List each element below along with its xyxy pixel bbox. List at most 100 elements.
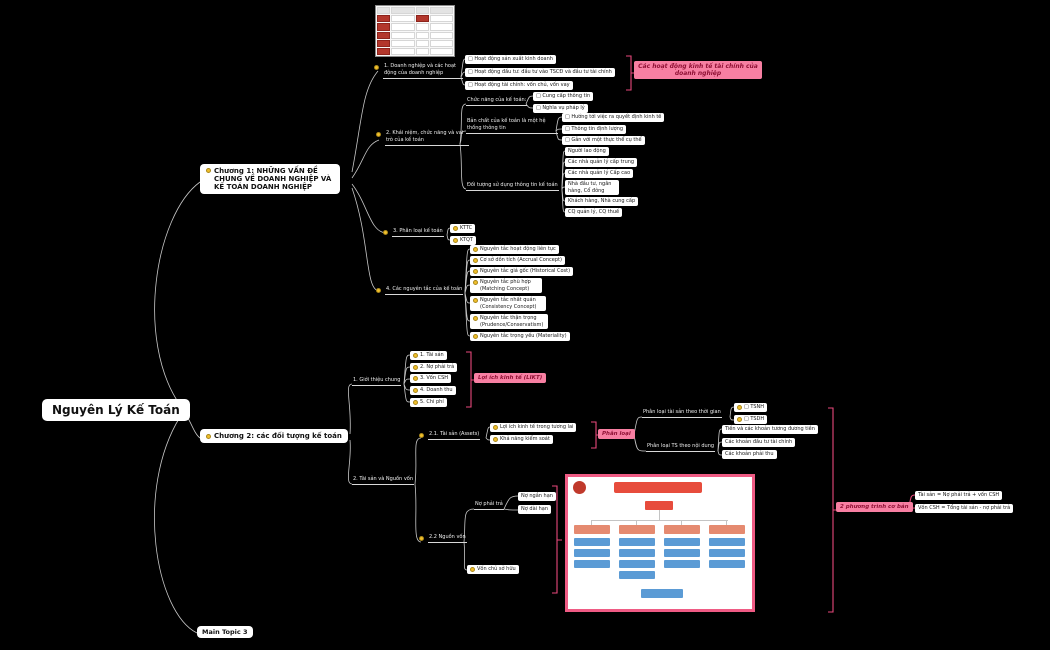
topic-label: 2.2 Nguồn vốn bbox=[429, 534, 466, 540]
topic-phan-loai-ke-toan[interactable]: 3. Phân loại kế toán bbox=[383, 228, 444, 237]
mindmap-node[interactable]: Tài sản = Nợ phải trả + vốn CSH bbox=[915, 491, 1003, 500]
mindmap-node[interactable]: Tiền và các khoản tương đương tiền bbox=[722, 425, 818, 434]
mindmap-node[interactable]: □ Hoạt động tài chính: vốn chủ, vốn vay bbox=[465, 81, 573, 90]
branch-chapter2-label: Chương 2: các đối tượng kế toán bbox=[214, 432, 342, 440]
mindmap-node[interactable]: Nguyên tắc trọng yếu (Materiality) bbox=[470, 332, 570, 341]
table-image-row bbox=[377, 7, 453, 15]
mindmap-node[interactable]: Vốn CSH = Tổng tài sản - nợ phải trả bbox=[915, 504, 1014, 513]
mindmap-node[interactable]: KTQT bbox=[450, 236, 476, 245]
yellow-marker-icon bbox=[470, 566, 475, 572]
topic-doanh-nghiep[interactable]: 1. Doanh nghiệp và các hoạt động của doa… bbox=[374, 63, 463, 79]
node-label: Các nhà quản lý cấp trung bbox=[568, 159, 635, 165]
mindmap-node[interactable]: □ Hướng tới việc ra quyết định kinh tế bbox=[562, 113, 665, 122]
org-chart-image[interactable] bbox=[565, 474, 755, 612]
yellow-marker-icon bbox=[374, 65, 379, 70]
topic-gioi-thieu-chung[interactable]: 1. Giới thiệu chung bbox=[352, 377, 402, 386]
mindmap-node[interactable]: Khách hàng, Nhà cung cấp bbox=[565, 197, 639, 206]
mindmap-node[interactable]: Các nhà quản lý Cấp cao bbox=[565, 169, 634, 178]
topic-no-phai-tra[interactable]: Nợ phải trả bbox=[474, 501, 504, 510]
topic-nguyen-tac[interactable]: 4. Các nguyên tắc của kế toán bbox=[376, 286, 464, 295]
yellow-marker-icon bbox=[419, 536, 424, 541]
attached-table-image[interactable] bbox=[375, 5, 455, 57]
node-label: □ Hoạt động đầu tư: đầu tư vào TSCĐ và đ… bbox=[468, 69, 612, 75]
topic-tai-san-assets[interactable]: 2.1. Tài sản (Assets) bbox=[419, 431, 481, 440]
org-chart-node bbox=[574, 560, 610, 568]
branch-chapter2[interactable]: Chương 2: các đối tượng kế toán bbox=[200, 429, 348, 443]
org-chart-node bbox=[574, 538, 610, 546]
mindmap-node[interactable]: □ Gắn với một thực thể cụ thể bbox=[562, 136, 645, 145]
topic-phan-loai-theo-noi-dung[interactable]: Phân loại TS theo nội dung bbox=[646, 443, 716, 452]
node-label: CQ quản lý, CQ thuế bbox=[568, 209, 620, 215]
yellow-marker-icon bbox=[413, 375, 418, 381]
mindmap-node[interactable]: □ Nghĩa vụ pháp lý bbox=[533, 104, 588, 113]
topic-ban-chat[interactable]: Bản chất của kế toán là một hệ thống thô… bbox=[466, 118, 558, 134]
topic-khai-niem[interactable]: 2. Khái niệm, chức năng và vai trò của k… bbox=[376, 130, 469, 146]
summary-hoat-dong-kinh-te[interactable]: Các hoạt động kinh tế tài chính của doan… bbox=[634, 61, 762, 79]
mindmap-node[interactable]: □ Hoạt động sản xuất kinh doanh bbox=[465, 55, 556, 64]
summary-phan-loai[interactable]: Phân loại bbox=[598, 429, 635, 439]
mindmap-node[interactable]: Nguyên tắc giá gốc (Historical Cost) bbox=[470, 267, 574, 276]
topic-label: 3. Phân loại kế toán bbox=[393, 228, 443, 234]
node-label: Các nhà quản lý Cấp cao bbox=[568, 170, 631, 176]
mindmap-node[interactable]: Nguyên tắc phù hợp (Matching Concept) bbox=[470, 278, 542, 293]
mindmap-node[interactable]: Cơ sở dồn tích (Accrual Concept) bbox=[470, 256, 565, 265]
node-label: □ Thông tin định lượng bbox=[565, 126, 624, 132]
mindmap-node[interactable]: CQ quản lý, CQ thuế bbox=[565, 208, 623, 217]
node-label: 5. Chi phí bbox=[420, 399, 444, 405]
table-image-cell bbox=[415, 31, 429, 39]
table-image-cell bbox=[429, 23, 453, 31]
mindmap-node[interactable]: 5. Chi phí bbox=[410, 398, 447, 407]
table-image-cell bbox=[377, 15, 390, 23]
node-label: □ Gắn với một thực thể cụ thể bbox=[565, 137, 642, 143]
table-image-cell bbox=[415, 23, 429, 31]
mindmap-node[interactable]: Nhà đầu tư, ngân hàng, Cổ đông bbox=[565, 180, 619, 195]
node-label: □ Hoạt động sản xuất kinh doanh bbox=[468, 56, 553, 62]
topic-label: Phân loại tài sản theo thời gian bbox=[643, 409, 721, 415]
topic-nguon-von[interactable]: 2.2 Nguồn vốn bbox=[419, 534, 467, 543]
org-chart-node bbox=[574, 549, 610, 557]
topic-doi-tuong[interactable]: Đối tượng sử dụng thông tin kế toán bbox=[466, 182, 559, 191]
root-topic[interactable]: Nguyên Lý Kế Toán bbox=[42, 399, 190, 421]
mindmap-node[interactable]: Nguyên tắc hoạt động liên tục bbox=[470, 245, 559, 254]
mindmap-node[interactable]: Nợ ngắn hạn bbox=[518, 492, 556, 501]
mindmap-node[interactable]: □ Cung cấp thông tin bbox=[533, 92, 594, 101]
topic-label: 2. Tài sản và Nguồn vốn bbox=[353, 476, 413, 482]
table-image-row bbox=[377, 31, 453, 39]
topic-chuc-nang[interactable]: Chức năng của kế toán: bbox=[466, 97, 528, 106]
summary-likt[interactable]: Lợi ích kinh tế (LIKT) bbox=[474, 373, 547, 383]
table-image-cell bbox=[391, 23, 415, 31]
table-image-cell bbox=[391, 31, 415, 39]
mindmap-node[interactable]: Nợ dài hạn bbox=[518, 505, 552, 514]
branch-chapter1[interactable]: Chương 1: NHỮNG VẤN ĐỀ CHUNG VỀ DOANH NG… bbox=[200, 164, 340, 194]
table-image-row bbox=[377, 15, 453, 23]
mindmap-node[interactable]: Nguyên tắc nhất quán (Consistency Concep… bbox=[470, 296, 546, 311]
mindmap-node[interactable]: 2. Nợ phải trả bbox=[410, 363, 458, 372]
table-image-cell bbox=[429, 47, 453, 56]
mindmap-node[interactable]: 1. Tài sản bbox=[410, 351, 447, 360]
mindmap-node[interactable]: KTTC bbox=[450, 224, 476, 233]
node-label: □ TSNH bbox=[744, 404, 765, 410]
mindmap-node[interactable]: □ TSDH bbox=[734, 415, 768, 424]
mindmap-node[interactable]: Người lao động bbox=[565, 147, 609, 156]
mindmap-node[interactable]: Nguyên tắc thận trọng (Prudence/Conserva… bbox=[470, 314, 548, 329]
branch-main-topic-3[interactable]: Main Topic 3 bbox=[197, 626, 253, 638]
topic-tai-san-nguon-von[interactable]: 2. Tài sản và Nguồn vốn bbox=[352, 476, 414, 485]
mindmap-node[interactable]: Khả năng kiểm soát bbox=[490, 435, 553, 444]
summary-phuong-trinh[interactable]: 2 phương trình cơ bản bbox=[836, 502, 913, 512]
mindmap-node[interactable]: □ Hoạt động đầu tư: đầu tư vào TSCĐ và đ… bbox=[465, 68, 615, 77]
mindmap-node[interactable]: Vốn chủ sở hữu bbox=[467, 565, 519, 574]
mindmap-node[interactable]: □ Thông tin định lượng bbox=[562, 125, 627, 134]
mindmap-node[interactable]: Các nhà quản lý cấp trung bbox=[565, 158, 638, 167]
topic-phan-loai-theo-thoi-gian[interactable]: Phân loại tài sản theo thời gian bbox=[642, 409, 722, 418]
mindmap-node[interactable]: 4. Doanh thu bbox=[410, 386, 456, 395]
org-chart-node bbox=[664, 538, 700, 546]
mindmap-node[interactable]: Lợi ích kinh tế trong tương lai bbox=[490, 423, 577, 432]
mindmap-node[interactable]: Các khoản đầu tư tài chính bbox=[722, 438, 796, 447]
org-chart-node bbox=[709, 560, 745, 568]
mindmap-node[interactable]: 3. Vốn CSH bbox=[410, 374, 452, 383]
table-image-cell bbox=[377, 7, 390, 15]
mindmap-node[interactable]: Các khoản phải thu bbox=[722, 450, 777, 459]
mindmap-node[interactable]: □ TSNH bbox=[734, 403, 768, 412]
